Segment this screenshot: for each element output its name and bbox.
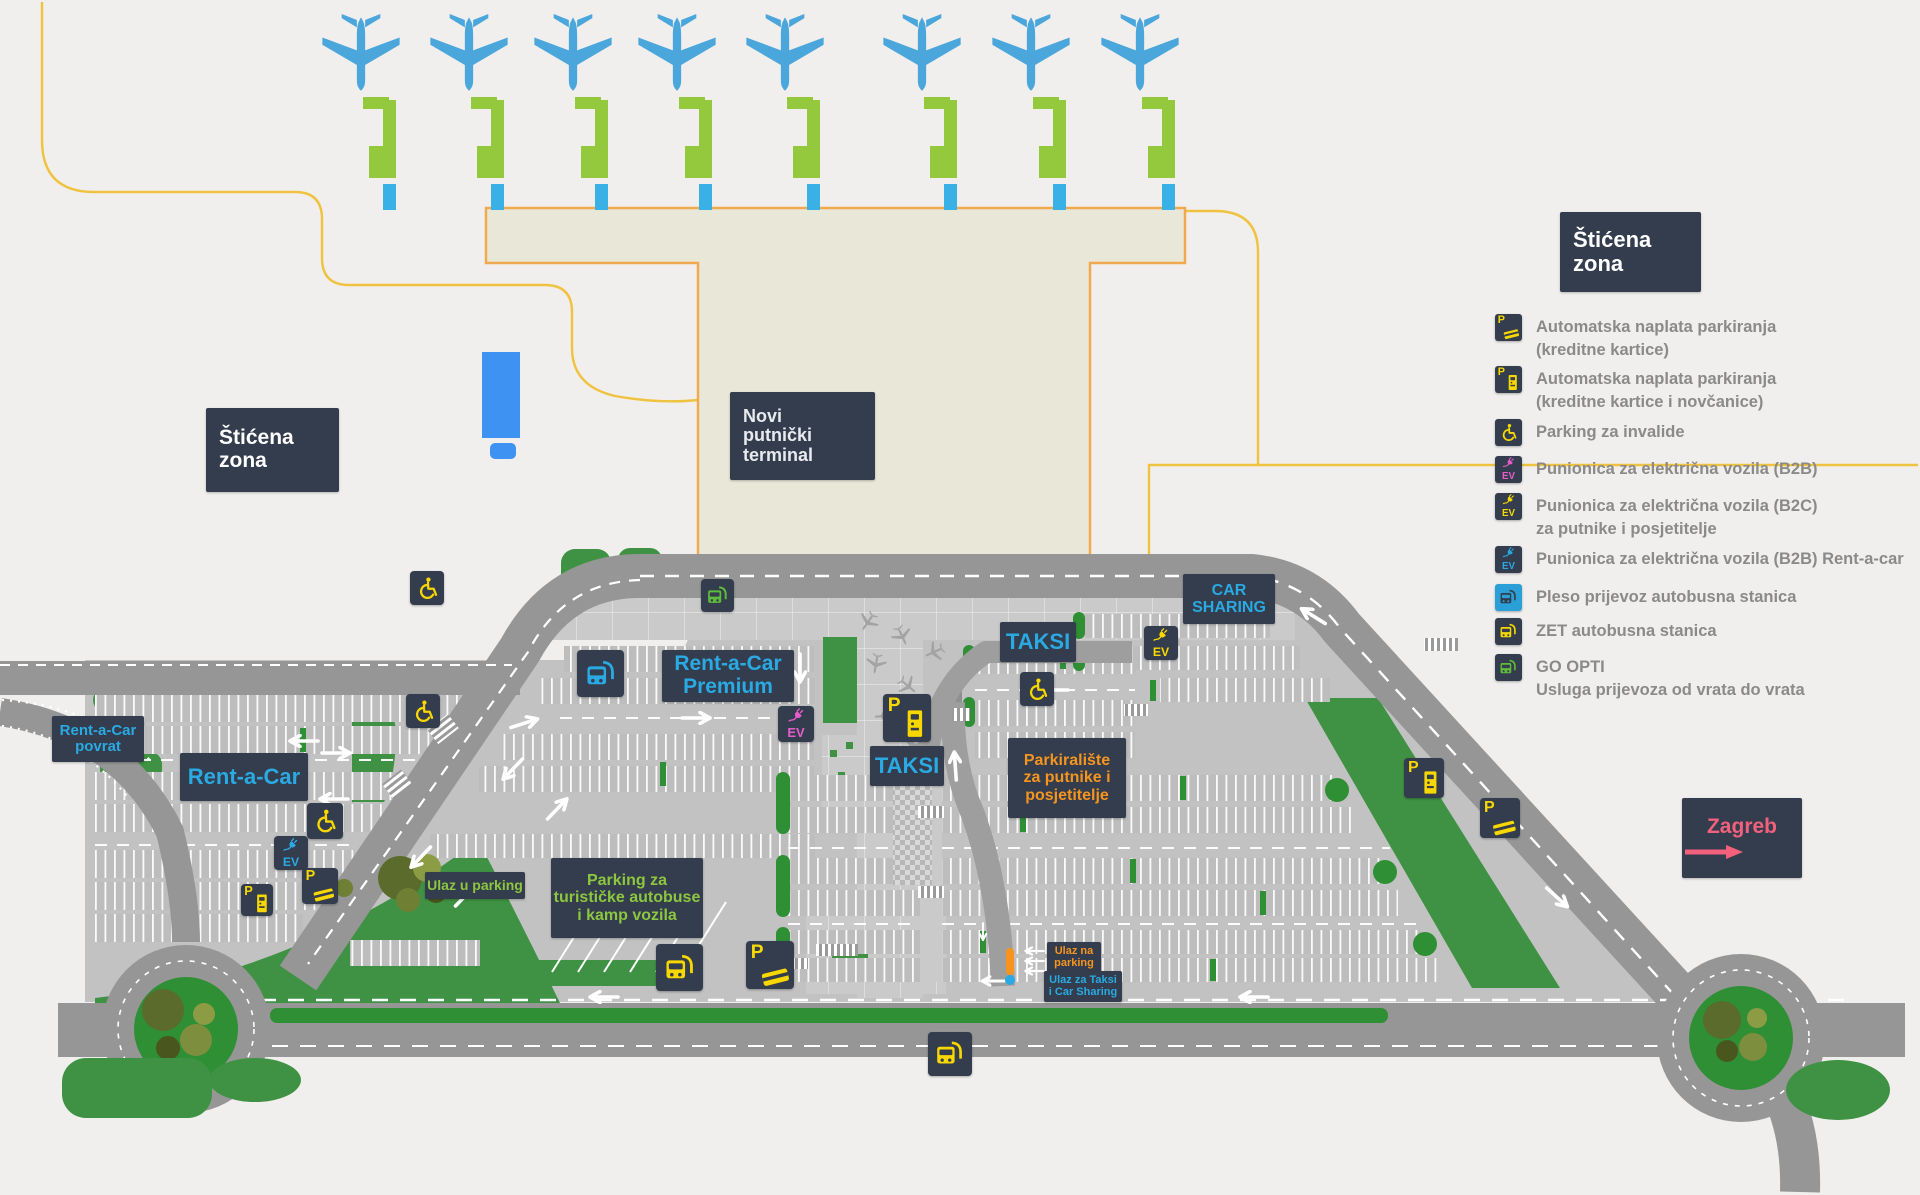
green-edges: [62, 1058, 1890, 1120]
legend-item-pay-card: P Automatska naplata parkiranja(kreditne…: [1495, 314, 1776, 362]
parking-payment-machine-icon: P: [1404, 758, 1444, 798]
disabled-parking-icon: [1495, 419, 1522, 446]
legend-item-ev-b2b: EV Punionica za električna vozila (B2B): [1495, 456, 1818, 483]
legend-item-pleso: Pleso prijevoz autobusna stanica: [1495, 584, 1796, 611]
ev-charger-rentacar-icon: EV: [274, 836, 308, 870]
roundabout-right: [1657, 954, 1825, 1122]
rentacar-label: Rent-a-Car: [180, 753, 308, 801]
ev-charger-b2b-icon: EV: [778, 706, 814, 742]
gate-markers: [383, 184, 1175, 210]
bus-road-icon: [928, 1032, 972, 1076]
legend-item-pay-machine: P Automatska naplata parkiranja(kreditne…: [1495, 366, 1776, 414]
disabled-parking-icon: [410, 571, 444, 605]
ev-charger-b2b-icon: EV: [1495, 456, 1522, 483]
crosswalks: [382, 638, 1458, 969]
parking-payment-card-icon: P: [1480, 798, 1520, 838]
disabled-parking-icon: [307, 803, 343, 839]
ulaz-u-parking-label: Ulaz u parking: [425, 872, 525, 899]
zet-bus-stop-icon: [656, 944, 703, 991]
protected-zone-boundary: [40, 2, 1918, 558]
pleso-bus-icon: [1495, 584, 1522, 611]
legend-item-ev-rentacar: EV Punionica za električna vozila (B2B) …: [1495, 546, 1904, 573]
legend-item-zet: ZET autobusna stanica: [1495, 618, 1717, 645]
ev-charger-b2c-icon: EV: [1495, 493, 1522, 520]
parking-payment-machine-icon: P: [241, 884, 273, 916]
parking-payment-card-icon: P: [746, 941, 794, 989]
ev-charger-rentacar-icon: EV: [1495, 546, 1522, 573]
parking-payment-machine-icon: P: [1495, 366, 1522, 393]
terminal-building: [484, 206, 1187, 559]
aisle-lines: [95, 689, 1418, 925]
legend-item-disabled: Parking za invalide: [1495, 419, 1685, 446]
go-opti-bus-icon: [1495, 654, 1522, 681]
jet-bridges: [363, 97, 1175, 210]
go-opti-bus-map-icon: [701, 579, 734, 612]
ev-charger-b2c-icon: EV: [1144, 626, 1178, 660]
road-markings: [0, 574, 1848, 1047]
zagreb-arrow-icon: [1685, 845, 1743, 860]
legend-item-ev-b2c: EV Punionica za električna vozila (B2C)z…: [1495, 493, 1818, 541]
airplanes: [322, 13, 1179, 91]
pleso-bus-map-icon: [577, 650, 624, 697]
disabled-parking-icon: [406, 694, 440, 728]
taksi-label-upper: TAKSI: [1000, 622, 1076, 662]
parking-payment-machine-icon: P: [883, 694, 931, 742]
service-building: [482, 352, 520, 459]
zet-bus-icon: [1495, 618, 1522, 645]
disabled-parking-icon: [1020, 672, 1054, 706]
zagreb-direction-sign: Zagreb: [1682, 798, 1802, 878]
parking-payment-card-icon: P: [302, 868, 338, 904]
parking-payment-card-icon: P: [1495, 314, 1522, 341]
legend: P Automatska naplata parkiranja(kreditne…: [1495, 0, 1920, 720]
entrance-markers: [1005, 948, 1015, 985]
taksi-label-lower: TAKSI: [870, 746, 944, 786]
